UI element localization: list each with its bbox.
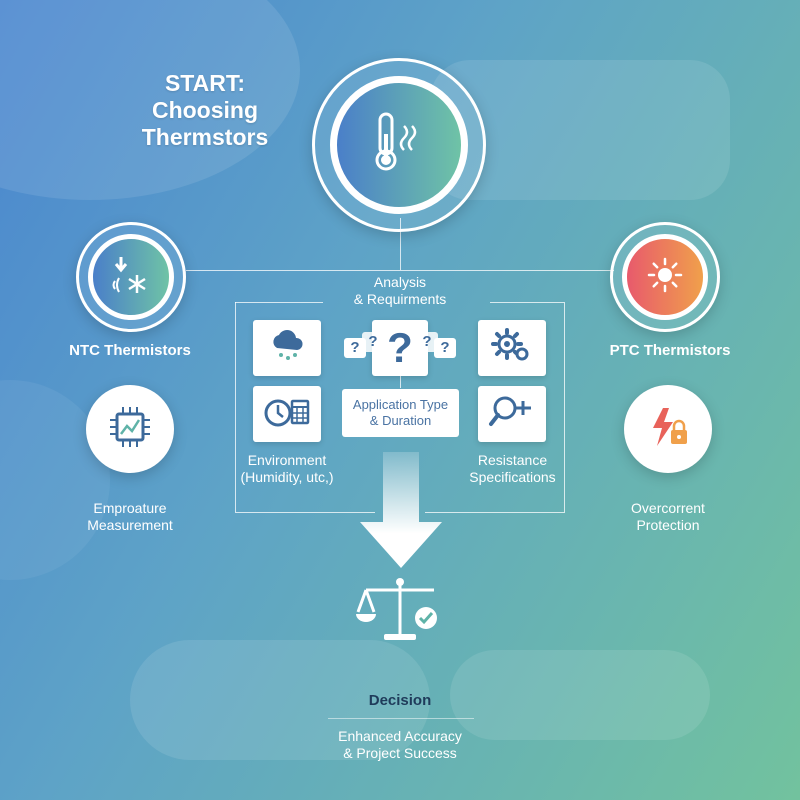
ptc-sub-line: Protection bbox=[636, 517, 700, 533]
clock-calendar-icon bbox=[262, 392, 312, 437]
lightning-lock-icon bbox=[643, 402, 693, 457]
ptc-sub-line: Overcorrent bbox=[631, 500, 705, 516]
ptc-node[interactable] bbox=[610, 222, 720, 332]
analysis-title-line: & Requirments bbox=[353, 291, 447, 307]
environment-label: Environment (Humidity, utc,) bbox=[232, 452, 342, 486]
connector-line bbox=[400, 218, 401, 270]
connector-line bbox=[235, 302, 323, 303]
magnifier-icon bbox=[487, 392, 537, 437]
balance-scale-icon bbox=[352, 576, 448, 651]
decision-label: Decision bbox=[368, 692, 432, 709]
application-type-line: & Duration bbox=[369, 413, 432, 428]
down-arrow-icon bbox=[360, 452, 442, 577]
resistance-card[interactable] bbox=[478, 386, 546, 442]
decision-divider bbox=[328, 718, 474, 719]
cloud-rain-icon bbox=[267, 328, 307, 369]
sun-icon bbox=[645, 255, 685, 300]
environment-card[interactable] bbox=[253, 386, 321, 442]
connector-line bbox=[564, 302, 565, 512]
ptc-node-ring bbox=[622, 234, 708, 320]
connector-line bbox=[186, 270, 614, 271]
resistance-line: Specifications bbox=[469, 469, 556, 485]
start-title-line: Choosing bbox=[151, 97, 259, 123]
resistance-label: Resistance Specifications bbox=[460, 452, 565, 486]
ptc-sub-label: Overcorrent Protection bbox=[598, 500, 738, 534]
ntc-node[interactable] bbox=[76, 222, 186, 332]
ntc-sub-label: Emproature Measurement bbox=[60, 500, 200, 534]
snowflake-icon bbox=[107, 251, 155, 304]
question-bubble: ? bbox=[434, 338, 456, 358]
connector-line bbox=[490, 302, 564, 303]
question-bubble: ? bbox=[344, 338, 366, 358]
thermometer-icon bbox=[364, 108, 434, 183]
temperature-measurement-node[interactable] bbox=[86, 385, 174, 473]
environment-line: (Humidity, utc,) bbox=[240, 469, 334, 485]
decision-result: Enhanced Accuracy & Project Success bbox=[310, 728, 490, 762]
background-blob bbox=[130, 640, 430, 760]
gear-card[interactable] bbox=[478, 320, 546, 376]
start-node[interactable] bbox=[312, 58, 486, 232]
decision-result-line: & Project Success bbox=[343, 745, 457, 761]
question-bubble: ? bbox=[416, 332, 438, 352]
environment-line: Environment bbox=[247, 452, 327, 468]
start-title-line: Thermstors bbox=[141, 124, 269, 150]
resistance-line: Resistance bbox=[477, 452, 548, 468]
gear-icon bbox=[490, 326, 534, 371]
connector-line bbox=[400, 372, 401, 388]
connector-line bbox=[235, 512, 375, 513]
decision-result-line: Enhanced Accuracy bbox=[338, 728, 462, 744]
start-title-line: START: bbox=[164, 70, 246, 96]
start-title: START: Choosing Thermstors bbox=[120, 70, 290, 151]
ntc-sub-line: Emproature bbox=[93, 500, 167, 516]
application-type-line: Application Type bbox=[352, 397, 449, 412]
ntc-label: NTC Thermistors bbox=[69, 342, 191, 359]
connector-line bbox=[425, 512, 565, 513]
chip-graph-icon bbox=[105, 402, 155, 457]
analysis-title-line: Analysis bbox=[373, 274, 427, 290]
start-node-ring bbox=[330, 76, 468, 214]
weather-card[interactable] bbox=[253, 320, 321, 376]
question-mark-text: ? bbox=[387, 324, 413, 371]
background-blob bbox=[450, 650, 710, 740]
ntc-sub-line: Measurement bbox=[87, 517, 173, 533]
ntc-node-ring bbox=[88, 234, 174, 320]
application-type-panel[interactable]: Application Type & Duration bbox=[342, 389, 459, 437]
connector-line bbox=[235, 302, 236, 512]
question-bubble: ? bbox=[362, 332, 384, 352]
ptc-label: PTC Thermistors bbox=[609, 342, 731, 359]
analysis-title: Analysis & Requirments bbox=[320, 274, 480, 308]
overcurrent-protection-node[interactable] bbox=[624, 385, 712, 473]
